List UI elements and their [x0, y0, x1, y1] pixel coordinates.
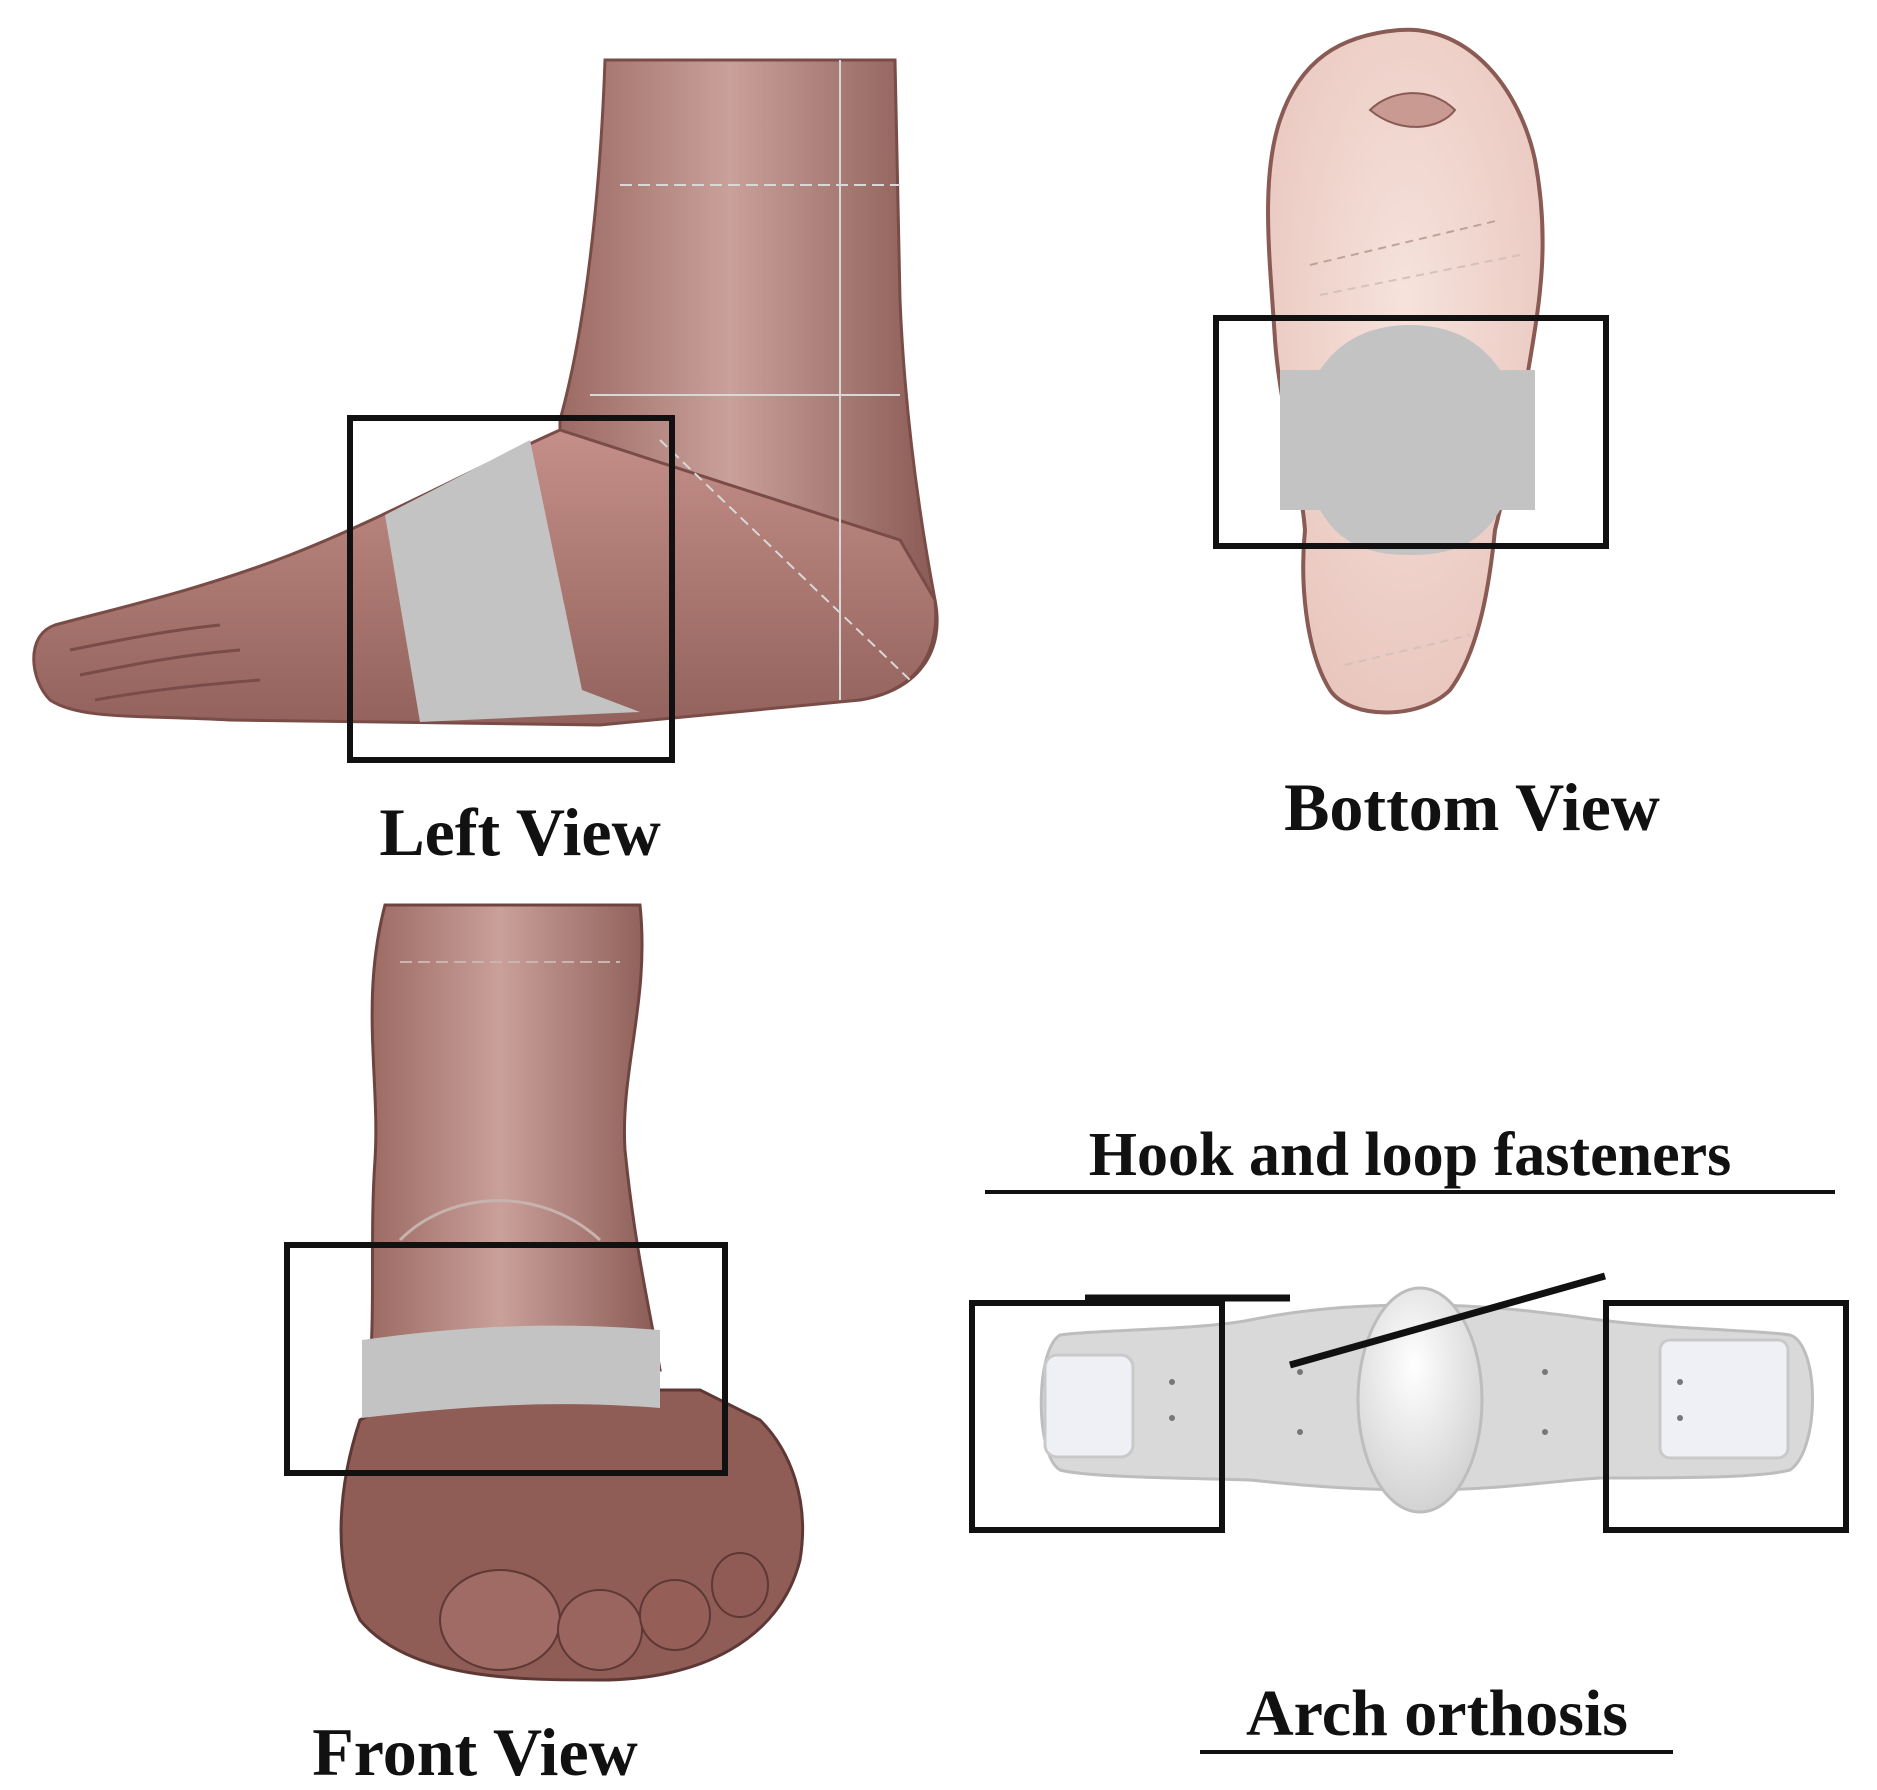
left-fastener-pad	[1043, 1353, 1135, 1459]
front-view-leg	[368, 903, 662, 1372]
left-view-panel: Left View	[32, 58, 939, 870]
front-view-highlight-frame	[284, 1242, 728, 1476]
orthosis-arch-dome	[1356, 1286, 1484, 1514]
right-fastener-frame	[1603, 1300, 1849, 1533]
left-fastener-frame	[969, 1300, 1225, 1533]
front-view-strap	[362, 1325, 660, 1418]
orthosis-label: Arch orthosis	[1246, 1677, 1628, 1750]
front-view-caption: Front View	[312, 1714, 638, 1790]
fastener-label: Hook and loop fasteners	[1089, 1121, 1731, 1189]
bottom-view-caption: Bottom View	[1284, 769, 1660, 845]
bottom-view-highlight-frame	[1213, 315, 1609, 549]
bottom-view-panel: Bottom View	[1213, 27, 1660, 845]
left-view-strap	[385, 440, 640, 722]
orthosis-panel: Hook and loop fasteners Arch orthosis	[969, 1121, 1849, 1754]
right-fastener-pad	[1658, 1338, 1790, 1460]
front-view-panel: Front View	[284, 903, 805, 1790]
bottom-view-orthosis	[1280, 325, 1535, 555]
left-view-caption: Left View	[379, 794, 660, 870]
fastener-pointer-right	[1289, 1272, 1606, 1369]
left-view-highlight-frame	[347, 415, 675, 763]
